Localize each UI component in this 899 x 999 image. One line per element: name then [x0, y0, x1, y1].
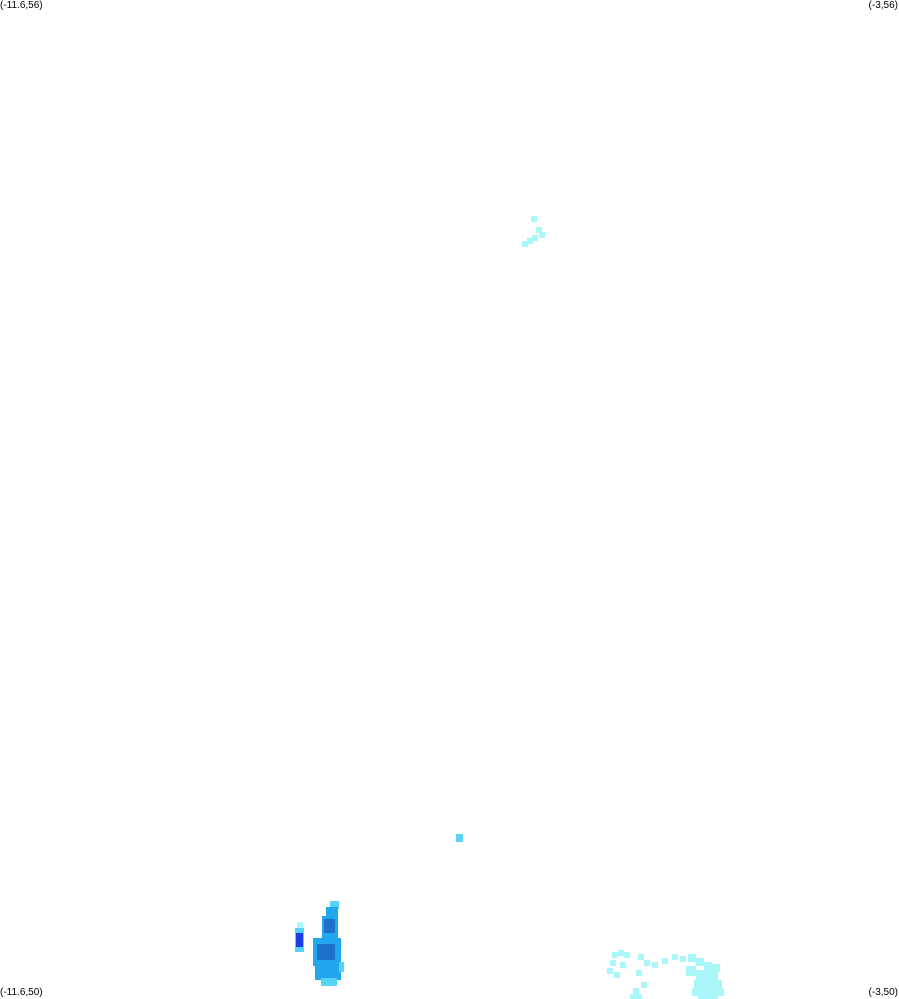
heat-cell — [638, 954, 644, 960]
heat-cell — [712, 964, 720, 972]
heat-cell — [324, 919, 335, 933]
heat-cell — [527, 238, 533, 244]
heat-cell — [330, 901, 339, 909]
heat-cell — [698, 994, 718, 999]
heat-cell — [297, 922, 303, 930]
cluster-lower-right — [607, 950, 724, 999]
heat-cell — [644, 960, 650, 966]
heat-cell — [456, 834, 463, 842]
heat-cell — [680, 956, 686, 962]
heat-cell — [688, 954, 696, 962]
heat-cell — [607, 968, 613, 974]
heat-cell — [686, 966, 696, 976]
heat-cell — [612, 952, 618, 958]
heat-cell — [652, 962, 658, 968]
heat-cell — [317, 944, 335, 960]
heat-cell — [641, 982, 647, 988]
heat-cell — [522, 241, 528, 247]
heat-cell — [636, 970, 642, 976]
corner-label-top-left: (-11.6,56) — [0, 0, 43, 11]
heat-cell — [321, 978, 337, 986]
heat-cell — [662, 958, 668, 964]
heat-cell — [315, 964, 341, 980]
heat-cell — [618, 950, 624, 956]
heat-cell — [624, 952, 630, 958]
heat-cell — [296, 933, 303, 947]
heat-cell — [536, 227, 542, 233]
heat-cell — [532, 235, 538, 241]
heat-cell — [694, 980, 722, 988]
heat-cell — [692, 988, 724, 996]
heat-cell — [704, 962, 712, 970]
corner-label-bottom-left: (-11.6,50) — [0, 987, 43, 998]
heat-cell — [633, 988, 639, 994]
heat-cell — [614, 972, 620, 978]
heat-cell — [539, 232, 545, 238]
heat-cell — [696, 970, 718, 980]
heat-cell — [620, 962, 626, 968]
heat-cell — [672, 954, 678, 960]
heat-cell — [531, 216, 537, 222]
heat-cell — [696, 958, 704, 966]
heat-cell — [610, 960, 616, 966]
cluster-upper — [522, 216, 545, 247]
heat-cell — [339, 962, 344, 972]
heat-cell — [630, 994, 642, 999]
corner-label-bottom-right: (-3,50) — [868, 987, 898, 998]
cluster-lower-left — [295, 901, 344, 986]
corner-label-top-right: (-3,56) — [868, 0, 898, 11]
